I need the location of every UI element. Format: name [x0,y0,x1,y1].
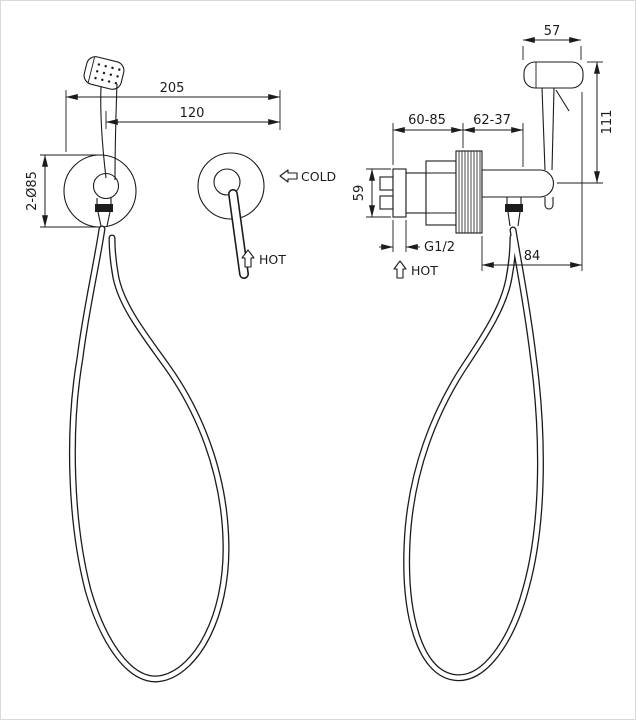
side-sprayer [523,61,584,210]
side-hose [403,226,544,682]
hot-arrow-icon-front [241,249,255,268]
cold-label: COLD [301,169,336,184]
mixer-plate-circle [197,152,265,220]
holder-arm [481,169,555,198]
front-flow-labels: COLD HOT [241,169,336,268]
front-dimensions: 205 120 2-Ø85 [25,81,281,228]
inlet-fitting [392,168,407,218]
hose-nut-side [505,204,523,212]
sprayer-handle-side [541,87,546,171]
dim-62-37-label: 62-37 [473,113,511,128]
hot-label-side: HOT [411,263,438,278]
threaded-sleeve [455,150,483,234]
valve-step [405,172,427,214]
cold-arrow-icon [279,169,298,183]
dim-plate-diameter-label: 2-Ø85 [25,171,40,211]
inlet-stub-top [379,176,394,191]
holder-ring [92,172,120,200]
side-flow-labels: HOT [393,260,438,279]
dim-59-label: 59 [352,185,367,202]
hose-nut [95,204,113,212]
valve-body [379,150,555,234]
front-view: 205 120 2-Ø85 COLD HOT [25,56,336,683]
inlet-stub-bottom [379,195,394,210]
hot-label-front: HOT [259,252,286,267]
sprayer-head-side [523,61,584,89]
dim-57-label: 57 [544,24,561,39]
dim-205-label: 205 [160,81,185,96]
mixer-trim [197,152,265,279]
sprayer-handle [100,85,107,179]
wall-plate [63,154,137,228]
side-view: 57 111 60-85 62-37 59 G1/2 84 [352,24,615,682]
thread-size-label: G1/2 [424,240,455,255]
hot-arrow-icon-side [393,260,407,279]
dim-111-label: 111 [600,110,615,135]
mixer-cap [213,168,241,196]
dim-60-85-label: 60-85 [408,113,446,128]
sprayer-lever [555,89,570,112]
valve-cartridge [425,160,457,226]
dim-120-label: 120 [180,106,205,121]
front-sprayer [83,56,125,181]
wall-plate-circle [63,154,137,228]
side-dimensions: 57 111 60-85 62-37 59 G1/2 84 [352,24,615,271]
thread-hatching [458,151,481,233]
dim-84-label: 84 [524,249,541,264]
front-hose [68,225,230,683]
